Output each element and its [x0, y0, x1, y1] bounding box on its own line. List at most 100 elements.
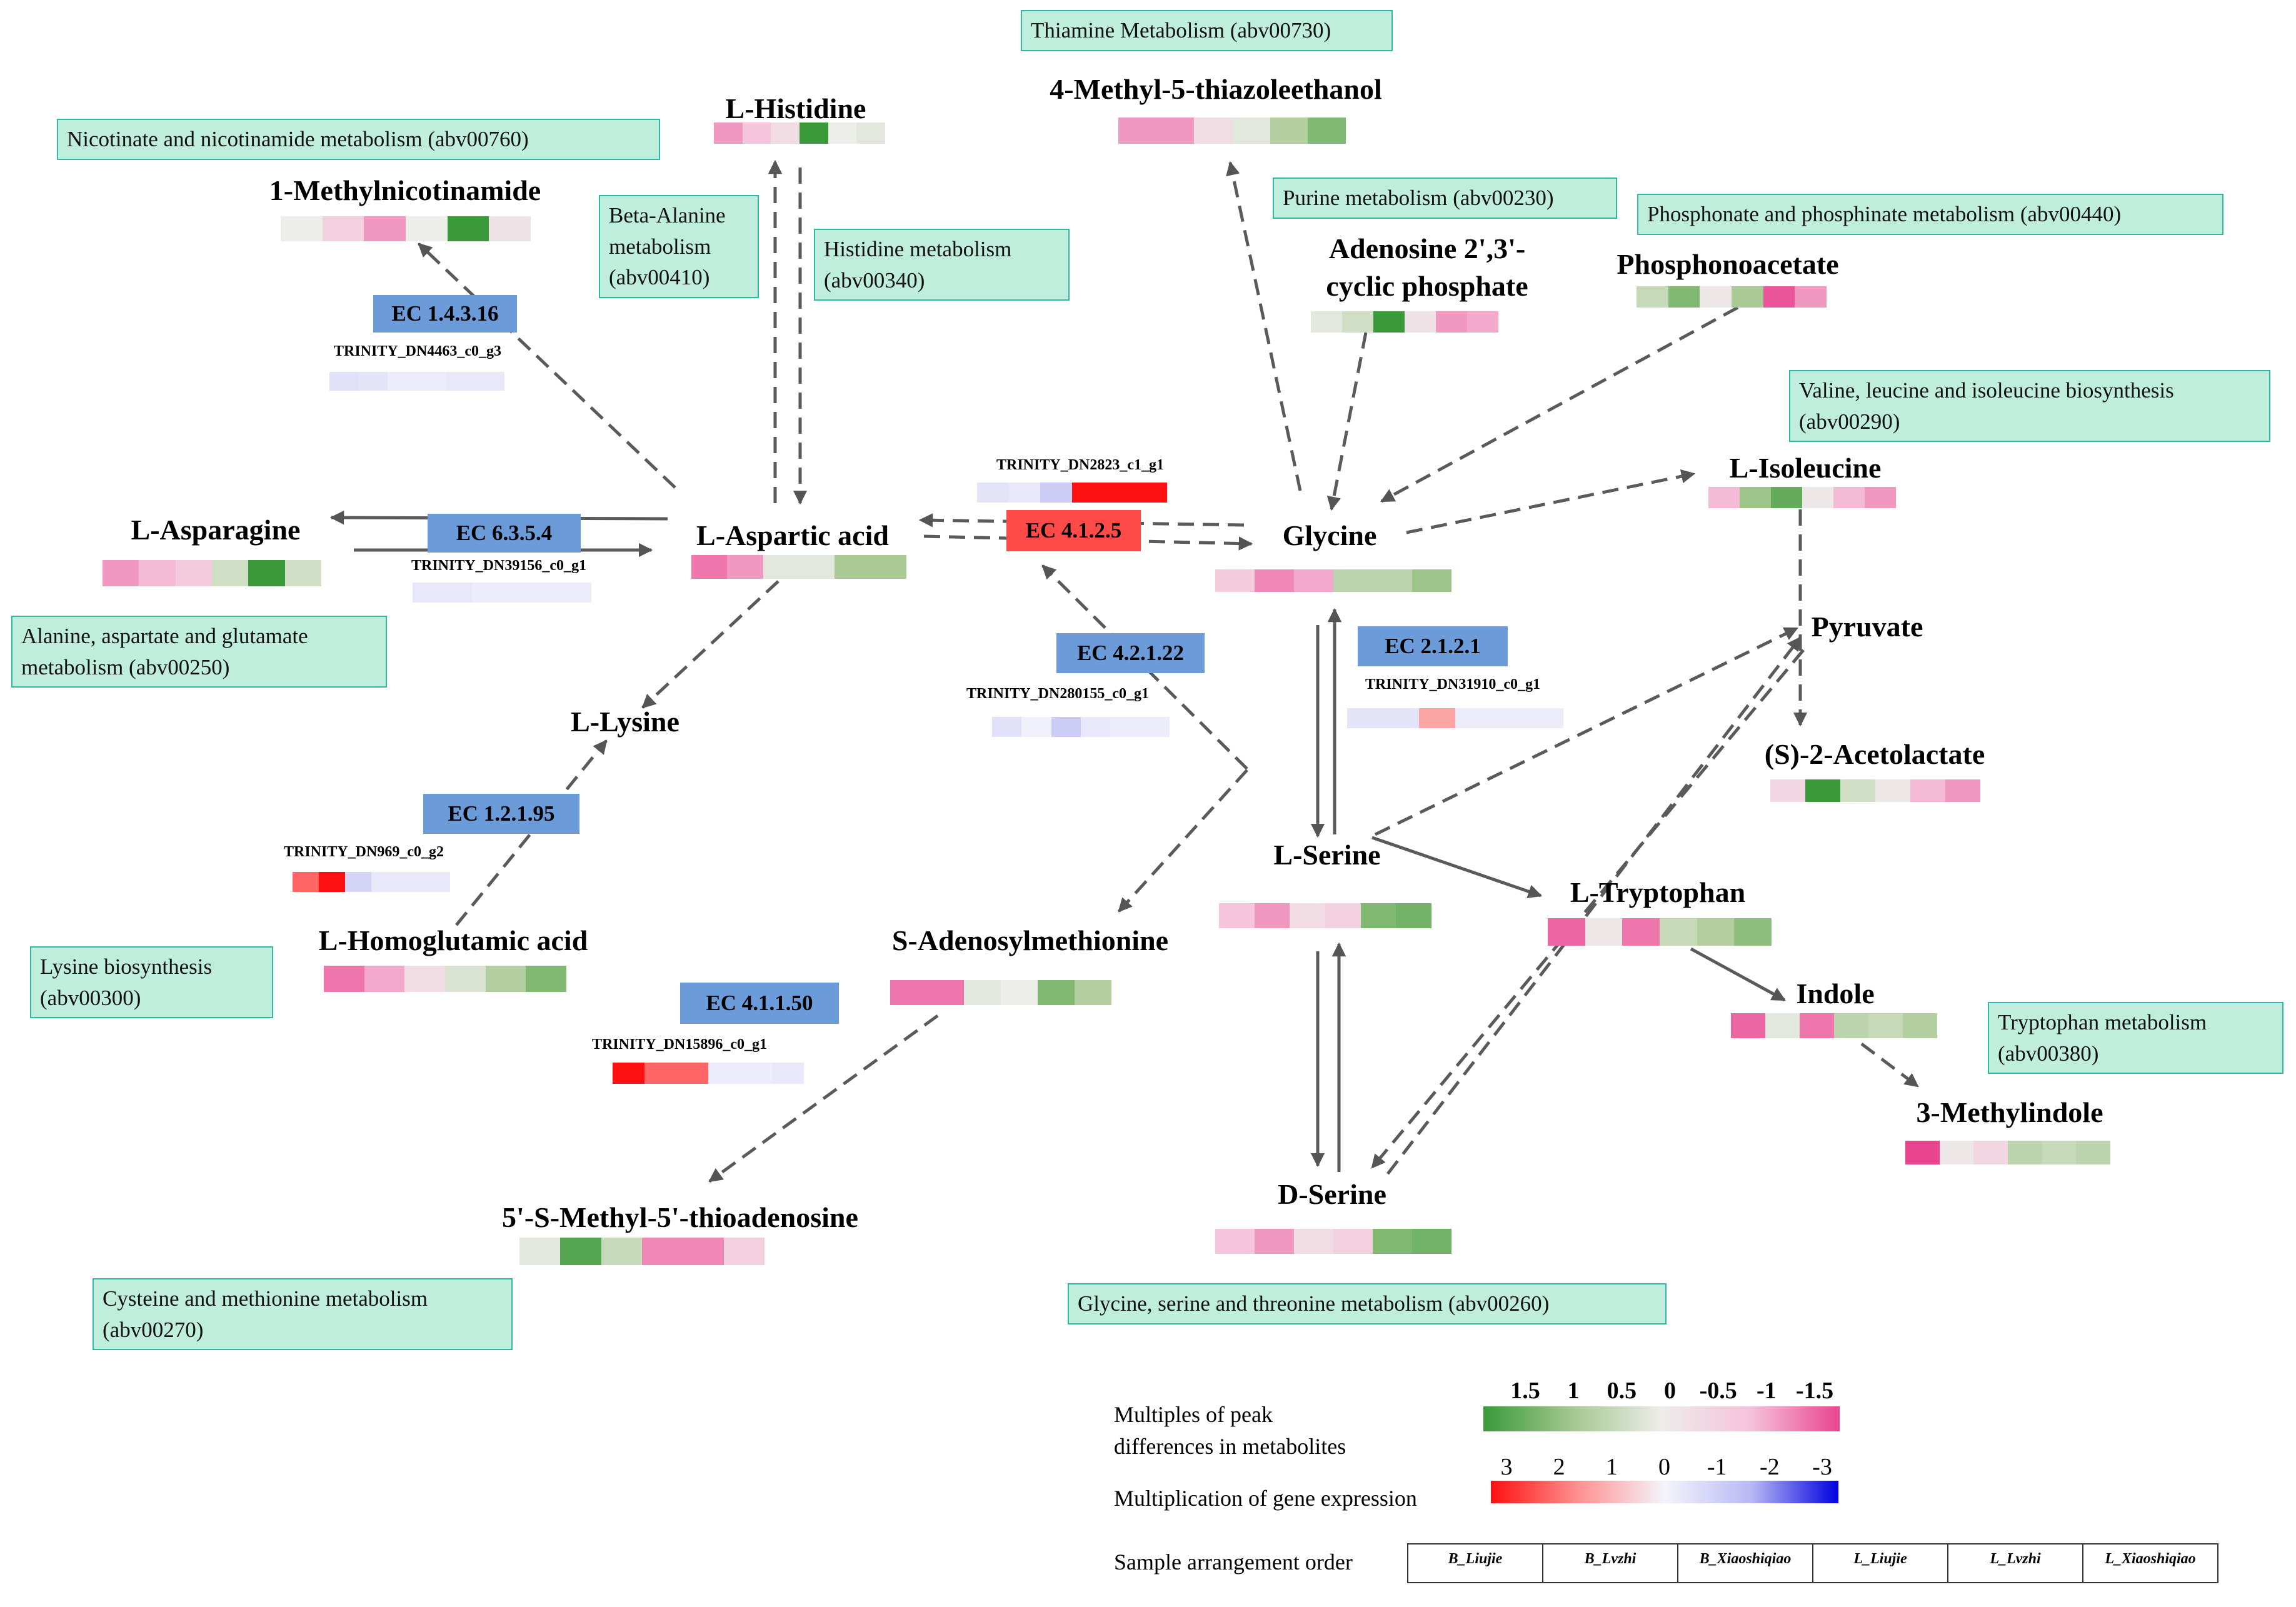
legend-tick: 0.5 — [1607, 1378, 1637, 1404]
heatmap-cell — [1080, 717, 1111, 737]
metabolite-l-serine: L-Serine — [1273, 839, 1381, 871]
pathway-line: Histidine metabolism — [824, 237, 1012, 261]
heatmap-cell — [364, 216, 406, 241]
arrow-hub-to-sam — [1118, 769, 1248, 913]
gene-label-ec-2-1-2-1: TRINITY_DN31910_c0_g1 — [1365, 676, 1541, 693]
heatmap-gene-ec-1-2-1-95 — [293, 872, 450, 892]
legend-tick: -0.5 — [1699, 1378, 1737, 1404]
metabolite-l-asparagine: L-Asparagine — [131, 514, 301, 546]
pathway-thiamine: Thiamine Metabolism (abv00730) — [1021, 10, 1393, 51]
heatmap-cell — [1771, 487, 1802, 508]
heatmap-cell — [1342, 311, 1373, 333]
heatmap-cell — [1219, 903, 1255, 928]
heatmap-cell — [1939, 1141, 1974, 1164]
legend-tick: 1 — [1605, 1454, 1618, 1480]
pathway-cysteine: Cysteine and methionine metabolism(abv00… — [93, 1278, 513, 1351]
metabolite-d-serine: D-Serine — [1278, 1178, 1386, 1210]
pathway-line: (abv00380) — [1998, 1041, 2099, 1066]
sample-order-row: B_Liujie B_Lvzhi B_Xiaoshiqiao L_Liujie … — [1407, 1543, 2218, 1583]
heatmap-gene-ec-1-4-3-16 — [329, 372, 505, 391]
heatmap-cell — [472, 583, 503, 603]
heatmap-cell — [927, 980, 964, 1005]
gene-label-ec-1-4-3-16: TRINITY_DN4463_c0_g3 — [333, 343, 502, 359]
heatmap-glycine — [1215, 569, 1451, 592]
heatmap-cell — [1945, 779, 1980, 802]
heatmap-cell — [714, 123, 743, 144]
heatmap-cell — [1731, 1013, 1765, 1038]
heatmap-cell — [2042, 1141, 2077, 1164]
metabolite-l-histidine: L-Histidine — [725, 93, 866, 124]
arrow-indole-to-methylindole — [1860, 1043, 1919, 1088]
legend-tick: 0 — [1658, 1454, 1670, 1480]
heatmap-cell — [1740, 487, 1771, 508]
heatmap-cell — [1255, 1229, 1294, 1254]
legend-tick: 2 — [1553, 1454, 1565, 1480]
heatmap-cell — [1118, 118, 1156, 144]
heatmap-cell — [1732, 286, 1763, 308]
pathway-line: Glycine, serine and threonine metabolism… — [1078, 1291, 1550, 1316]
pathway-line: Beta-Alanine — [609, 203, 726, 228]
heatmap-cell — [771, 123, 800, 144]
legend-tick: 3 — [1500, 1454, 1513, 1480]
pathway-line: metabolism — [609, 234, 711, 259]
heatmap-cell — [561, 583, 592, 603]
arrow-aspartate-to-lysine — [641, 580, 780, 709]
heatmap-cell — [763, 555, 799, 579]
heatmap-cell — [723, 1238, 764, 1265]
heatmap-cell — [1051, 717, 1081, 737]
heatmap-cell — [531, 583, 562, 603]
heatmap-cell — [1622, 918, 1660, 946]
pathway-line: Thiamine Metabolism (abv00730) — [1031, 18, 1331, 43]
metabolite-phosphonoacetate: Phosphonoacetate — [1617, 248, 1839, 280]
heatmap-cell — [1419, 708, 1456, 728]
legend-tick: -1 — [1707, 1454, 1727, 1480]
heatmap-cell — [1805, 779, 1840, 802]
metabolite-l-isoleucine: L-Isoleucine — [1729, 452, 1882, 484]
metabolite-name-line: cyclic phosphate — [1326, 269, 1528, 302]
heatmap-cell — [1040, 483, 1073, 503]
heatmap-cell — [345, 872, 371, 892]
heatmap-cell — [1734, 918, 1772, 946]
arrow-serine-to-tryptophan — [1371, 836, 1543, 899]
heatmap-sam — [890, 980, 1111, 1005]
heatmap-cell — [1527, 708, 1564, 728]
heatmap-cell — [364, 966, 405, 992]
heatmap-cell — [445, 966, 486, 992]
pathway-line: Cysteine and methionine metabolism — [103, 1286, 428, 1311]
heatmap-d-serine — [1215, 1229, 1451, 1254]
pathway-tryptophan: Tryptophan metabolism(abv00380) — [1988, 1002, 2283, 1074]
pathway-phosphonate: Phosphonate and phosphinate metabolism (… — [1637, 194, 2223, 235]
heatmap-gene-ec-6-3-5-4 — [413, 583, 592, 603]
metabolite-acetolactate: (S)-2-Acetolactate — [1764, 738, 1985, 770]
heatmap-mta — [519, 1238, 764, 1265]
heatmap-cell — [1294, 569, 1333, 592]
heatmap-cell — [1905, 1141, 1940, 1164]
heatmap-cell — [398, 872, 424, 892]
legend-tick: -2 — [1760, 1454, 1780, 1480]
heatmap-methylnicotinamide — [281, 216, 531, 241]
arrow-phosphonoacetate-to-glycine — [1380, 306, 1739, 503]
heatmap-cell — [870, 555, 906, 579]
pathway-line: Nicotinate and nicotinamide metabolism (… — [67, 127, 529, 151]
heatmap-cell — [1347, 708, 1383, 728]
heatmap-cell — [1412, 569, 1451, 592]
sample-cell: B_Xiaoshiqiao — [1677, 1543, 1813, 1583]
heatmap-cell — [1290, 903, 1326, 928]
heatmap-cell — [1072, 483, 1104, 503]
pathway-nicotinate: Nicotinate and nicotinamide metabolism (… — [57, 119, 660, 160]
heatmap-cell — [281, 216, 323, 241]
legend-tick: -3 — [1812, 1454, 1832, 1480]
metabolite-l-homoglutamic: L-Homoglutamic acid — [318, 924, 588, 956]
heatmap-cell — [1455, 708, 1491, 728]
legend-gene-title: Multiplication of gene expression — [1114, 1486, 1417, 1511]
enzyme-ec-4-2-1-22: EC 4.2.1.22 — [1056, 633, 1205, 673]
heatmap-methylindole — [1905, 1141, 2111, 1164]
heatmap-cell — [526, 966, 567, 992]
heatmap-cell — [856, 123, 886, 144]
heatmap-cell — [772, 1063, 804, 1084]
heatmap-cell — [1373, 311, 1405, 333]
pathway-line: (abv00300) — [40, 985, 141, 1010]
heatmap-cell — [2076, 1141, 2111, 1164]
